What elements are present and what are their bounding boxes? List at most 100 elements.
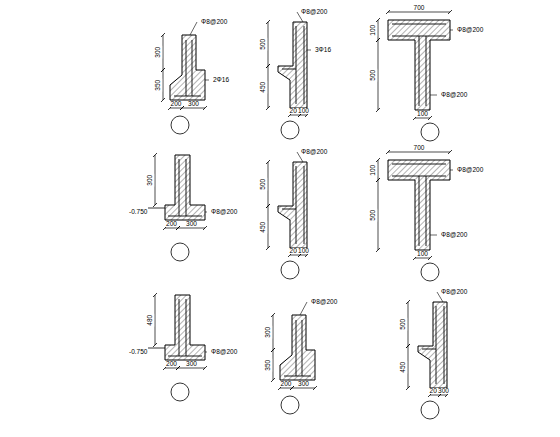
dimension-text: 350 [155,79,162,92]
rebar-line [304,26,305,104]
concrete-section [170,35,205,100]
dimension-text: 100 [297,248,310,255]
leader-line [190,22,197,35]
rebar-line [444,306,445,384]
rebar-note: -0.750 [128,209,148,216]
dimension-line [292,388,315,389]
leader-line [430,235,437,236]
rebar-note: Φ8@200 [200,19,228,26]
rebar-line [186,159,187,216]
dimension-line [430,395,440,396]
section-marker [281,121,299,139]
section-marker [281,261,299,279]
dimension-line [378,160,379,180]
dimension-tick [271,378,275,382]
rebar-line [419,36,420,106]
leader-line [450,170,453,171]
rebar-line [284,376,311,377]
dimension-line [378,20,379,40]
dimension-line [378,180,379,250]
rebar-line [168,356,202,357]
dimension-tick [161,98,165,102]
dimension-line [388,152,450,153]
dimension-line [280,388,292,389]
rebar-line [296,320,297,376]
section-marker [421,263,439,281]
dimension-line [165,228,178,229]
dimension-text: 500 [370,69,377,82]
dimension-text: 200 [165,361,178,368]
concrete-section [280,315,315,380]
dimension-line [300,255,307,256]
concrete-section [418,302,447,388]
rebar-line [304,166,305,244]
dimension-text: 100 [370,24,377,37]
rebar-line [436,306,437,384]
rebar-note: Φ8@200 [300,9,328,16]
level-line [148,348,165,349]
dimension-line [182,108,205,109]
dimension-text: 450 [400,361,407,374]
dimension-tick [153,293,157,297]
rebar-line [282,69,296,70]
dimension-tick [386,10,390,14]
rebar-line [422,349,436,350]
dimension-text: 300 [155,46,162,59]
section-marker [281,396,299,414]
dimension-tick [386,150,390,154]
concrete-section [165,295,205,360]
rebar-note: Φ8@200 [310,299,338,306]
dimension-line [178,368,205,369]
dimension-tick [153,153,157,157]
dimension-line [273,350,274,380]
concrete-section [278,162,307,248]
rebar-line [302,320,303,376]
dimension-tick [376,18,380,22]
dimension-line [170,108,182,109]
dimension-line [408,346,409,388]
dimension-line [178,228,205,229]
dimension-line [165,368,178,369]
dimension-tick [266,20,270,24]
level-line [148,208,165,209]
dimension-text: 200 [280,381,293,388]
dimension-text: 300 [185,221,198,228]
rebar-note: Φ8@200 [300,149,328,156]
rebar-line [168,216,202,217]
dimension-text: 500 [260,38,267,51]
dimension-tick [266,106,270,110]
section-marker [421,401,439,419]
dimension-text: 450 [260,81,267,94]
dimension-line [163,35,164,70]
dimension-tick [266,160,270,164]
dimension-text: 700 [413,145,426,152]
rebar-line [426,36,427,106]
dimension-text: 700 [413,5,426,12]
dimension-text: 100 [370,164,377,177]
dimension-tick [203,366,207,370]
rebar-line [426,176,427,246]
dimension-tick [161,68,165,72]
dimension-text: 480 [147,314,154,327]
leader-line [307,50,311,51]
dimension-tick [376,178,380,182]
dimension-tick [153,203,157,207]
dimension-line [290,255,300,256]
dimension-line [268,162,269,206]
dimension-tick [266,246,270,250]
rebar-note: Φ8@200 [210,349,238,356]
section-marker [171,116,189,134]
dimension-tick [161,33,165,37]
dimension-tick [376,38,380,42]
dimension-text: 300 [185,361,198,368]
dimension-text: 200 [170,101,183,108]
dimension-text: 200 [165,221,178,228]
rebar-line [296,166,297,244]
dimension-text: 350 [265,359,272,372]
rebar-note: Φ8@200 [456,27,484,34]
rebar-note: 2Φ16 [212,77,230,84]
rebar-line [282,209,296,210]
dimension-tick [271,313,275,317]
rebar-line [192,40,193,96]
